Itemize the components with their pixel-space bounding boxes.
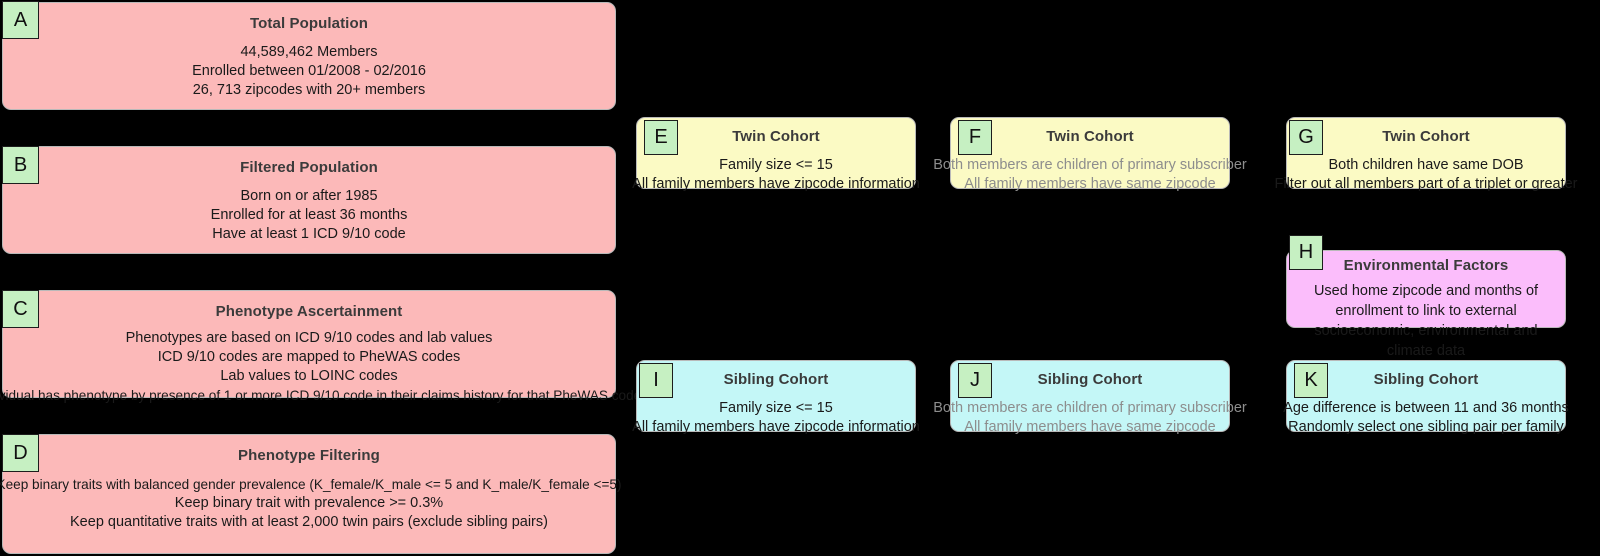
panel-e-line-2: All family members have zipcode informat… — [632, 176, 920, 192]
panel-e-body: Family size <= 15 All family members hav… — [632, 156, 920, 194]
panel-g-title: Twin Cohort — [1382, 128, 1470, 145]
panel-i-title: Sibling Cohort — [723, 371, 829, 388]
panel-a-line-2: Enrolled between 01/2008 - 02/2016 — [192, 63, 426, 79]
panel-h-title: Environmental Factors — [1343, 257, 1509, 274]
panel-g-body: Both children have same DOB Filter out a… — [1274, 156, 1577, 194]
panel-c-line-2: ICD 9/10 codes are mapped to PheWAS code… — [157, 349, 461, 365]
panel-i-line-1: Family size <= 15 — [719, 400, 833, 416]
panel-f-title: Twin Cohort — [1046, 128, 1134, 145]
panel-g-line-2: Filter out all members part of a triplet… — [1274, 176, 1578, 192]
panel-d-title: Phenotype Filtering — [238, 447, 380, 464]
panel-f-line-1: Both members are children of primary sub… — [933, 157, 1247, 173]
panel-b-line-1: Born on or after 1985 — [240, 188, 378, 204]
panel-i-line-2: All family members have zipcode informat… — [632, 419, 920, 435]
panel-j-body: Both members are children of primary sub… — [933, 399, 1246, 437]
panel-e-line-1: Family size <= 15 — [719, 157, 833, 173]
panel-d: Phenotype Filtering Keep binary traits w… — [0, 434, 621, 554]
panel-c-line-1: Phenotypes are based on ICD 9/10 codes a… — [125, 330, 493, 346]
panel-e-badge: E — [644, 120, 678, 155]
panel-a-badge: A — [2, 1, 39, 39]
panel-a-title: Total Population — [250, 15, 368, 32]
panel-j-badge: J — [958, 363, 992, 398]
panel-k-body: Age difference is between 11 and 36 mont… — [1283, 399, 1569, 437]
panel-f: Twin Cohort Both members are children of… — [933, 117, 1247, 192]
panel-b-line-2: Enrolled for at least 36 months — [210, 207, 408, 223]
panel-k-title: Sibling Cohort — [1373, 371, 1479, 388]
panel-d-badge: D — [2, 434, 39, 472]
panel-k-line-1: Age difference is between 11 and 36 mont… — [1283, 400, 1569, 416]
panel-f-body: Both members are children of primary sub… — [933, 156, 1246, 194]
panel-b: Filtered Population Born on or after 198… — [2, 146, 616, 254]
panel-b-body: Born on or after 1985 Enrolled for at le… — [211, 187, 408, 244]
panel-h-line-1: Used home zipcode and months of enrollme… — [1313, 283, 1539, 359]
panel-g-line-1: Both children have same DOB — [1328, 157, 1524, 173]
panel-k-badge: K — [1294, 363, 1328, 398]
panel-k: Sibling Cohort Age difference is between… — [1283, 360, 1569, 435]
panel-c-badge: C — [2, 290, 39, 328]
panel-c-line-4: Individual has phenotype by presence of … — [0, 388, 642, 403]
panel-b-title: Filtered Population — [240, 159, 378, 176]
panel-k-line-2: Randomly select one sibling pair per fam… — [1288, 419, 1564, 435]
panel-e: Twin Cohort Family size <= 15 All family… — [632, 117, 920, 192]
panel-h: Environmental Factors Used home zipcode … — [1286, 250, 1566, 359]
panel-c: Phenotype Ascertainment Phenotypes are b… — [0, 290, 641, 403]
panel-c-title: Phenotype Ascertainment — [215, 303, 403, 320]
panel-a-body: 44,589,462 Members Enrolled between 01/2… — [192, 43, 426, 100]
panel-j-line-2: All family members have same zipcode — [964, 419, 1216, 435]
panel-d-body: Keep binary traits with balanced gender … — [0, 475, 621, 532]
panel-g-badge: G — [1289, 120, 1323, 155]
panel-j-title: Sibling Cohort — [1037, 371, 1143, 388]
panel-c-line-3: Lab values to LOINC codes — [220, 368, 398, 384]
panel-h-badge: H — [1289, 235, 1323, 270]
panel-i-badge: I — [639, 363, 673, 398]
panel-j: Sibling Cohort Both members are children… — [933, 360, 1247, 435]
panel-d-line-2: Keep binary trait with prevalence >= 0.3… — [174, 495, 444, 511]
panel-d-line-1: Keep binary traits with balanced gender … — [0, 477, 622, 492]
panel-i: Sibling Cohort Family size <= 15 All fam… — [632, 360, 920, 435]
panel-j-line-1: Both members are children of primary sub… — [933, 400, 1247, 416]
panel-d-line-3: Keep quantitative traits with at least 2… — [70, 514, 548, 530]
panel-f-badge: F — [958, 120, 992, 155]
panel-a: Total Population 44,589,462 Members Enro… — [2, 2, 616, 110]
panel-b-line-3: Have at least 1 ICD 9/10 code — [212, 226, 406, 242]
panel-i-body: Family size <= 15 All family members hav… — [632, 399, 920, 437]
panel-b-badge: B — [2, 146, 39, 184]
panel-e-title: Twin Cohort — [732, 128, 820, 145]
panel-a-line-3: 26, 713 zipcodes with 20+ members — [192, 82, 426, 98]
panel-h-body: Used home zipcode and months of enrollme… — [1291, 281, 1561, 361]
panel-a-line-1: 44,589,462 Members — [240, 44, 378, 60]
panel-f-line-2: All family members have same zipcode — [964, 176, 1216, 192]
panel-g: Twin Cohort Both children have same DOB … — [1274, 117, 1578, 192]
panel-c-body: Phenotypes are based on ICD 9/10 codes a… — [0, 329, 641, 405]
